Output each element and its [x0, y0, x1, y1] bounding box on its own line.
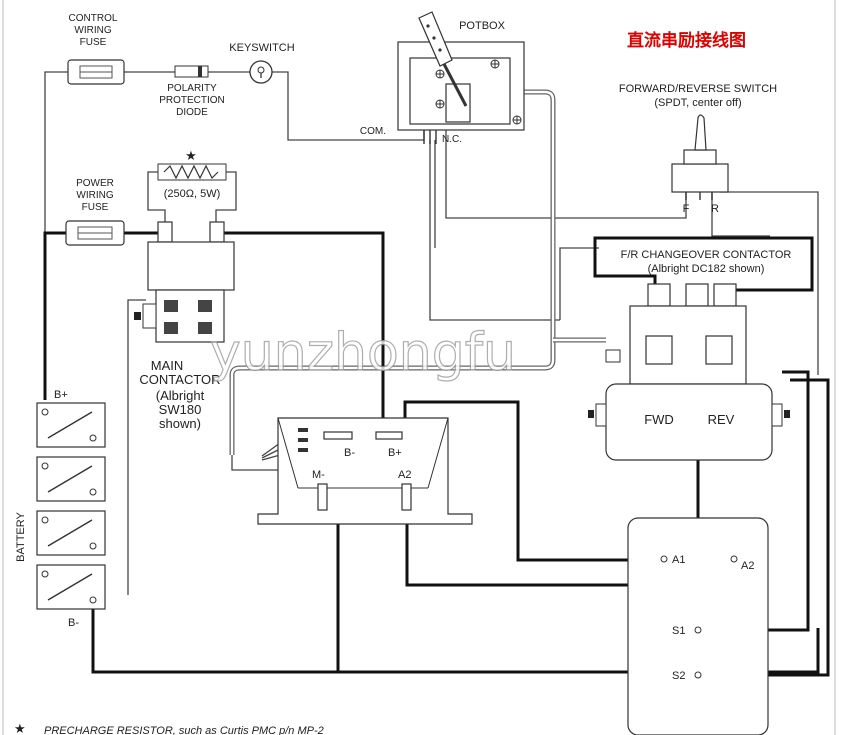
main-contactor-label-5: shown)	[159, 416, 201, 431]
controller-b-minus-label: B-	[344, 447, 355, 459]
r-terminal-label: R	[711, 203, 719, 215]
motor-s1-label: S1	[672, 625, 685, 637]
power-fuse	[65, 220, 125, 246]
fwd-label: FWD	[644, 412, 674, 427]
motor-s2-label: S2	[672, 670, 685, 682]
controller-a2-label: A2	[398, 469, 411, 481]
fr-contactor	[588, 283, 790, 461]
fr-switch-label-2: (SPDT, center off)	[654, 97, 741, 109]
fr-switch-label-1: FORWARD/REVERSE SWITCH	[619, 83, 777, 95]
controller-b-plus-label: B+	[388, 447, 402, 459]
main-contactor	[134, 221, 235, 343]
power-fuse-label-1: POWER	[76, 178, 114, 189]
main-contactor-label-2: CONTACTOR	[139, 372, 220, 387]
f-terminal-label: F	[683, 203, 690, 215]
controller-m-minus-label: M-	[312, 469, 325, 481]
fr-switch-icon	[671, 114, 729, 200]
main-contactor-label-3: (Albright	[156, 388, 205, 403]
fr-contactor-label-2: (Albright DC182 shown)	[648, 263, 765, 275]
footnote-star-icon: ★	[14, 721, 26, 735]
potbox	[397, 11, 525, 144]
precharge-star-icon: ★	[185, 148, 197, 163]
diode-label-2: PROTECTION	[159, 95, 225, 106]
main-contactor-label-4: SW180	[159, 402, 202, 417]
keyswitch-label: KEYSWITCH	[229, 42, 294, 54]
fr-contactor-label-1: F/R CHANGEOVER CONTACTOR	[621, 249, 792, 261]
control-fuse-label-2: WIRING	[74, 25, 111, 36]
footnote: PRECHARGE RESISTOR, such as Curtis PMC p…	[44, 725, 324, 735]
motor-a1-label: A1	[672, 554, 685, 566]
power-fuse-label-2: WIRING	[76, 190, 113, 201]
battery-label: BATTERY	[15, 511, 27, 561]
motor-a2-label: A2	[741, 560, 754, 572]
diode-icon	[174, 65, 209, 78]
battery	[36, 402, 106, 610]
power-fuse-label-3: FUSE	[82, 202, 109, 213]
precharge-value-label: (250Ω, 5W)	[164, 188, 221, 200]
main-contactor-label-1: MAIN	[151, 358, 184, 373]
nc-label: N.C.	[442, 134, 462, 145]
controller	[257, 417, 473, 525]
battery-b-plus-label: B+	[54, 389, 68, 401]
control-fuse-label-3: FUSE	[80, 37, 107, 48]
com-label: COM.	[360, 126, 386, 137]
watermark: yunzhongfu	[210, 323, 516, 383]
precharge-resistor-icon	[147, 163, 237, 222]
control-fuse-label-1: CONTROL	[69, 13, 118, 24]
diode-label-3: DIODE	[176, 107, 208, 118]
potbox-label: POTBOX	[459, 20, 506, 32]
harness-wire	[229, 89, 606, 455]
battery-b-minus-label: B-	[68, 617, 79, 629]
rev-label: REV	[708, 412, 735, 427]
control-fuse	[67, 59, 125, 85]
keyswitch-icon	[249, 60, 273, 84]
diode-label-1: POLARITY	[167, 83, 217, 94]
motor	[627, 517, 769, 735]
diagram-title-cn: 直流串励接线图	[627, 30, 746, 51]
